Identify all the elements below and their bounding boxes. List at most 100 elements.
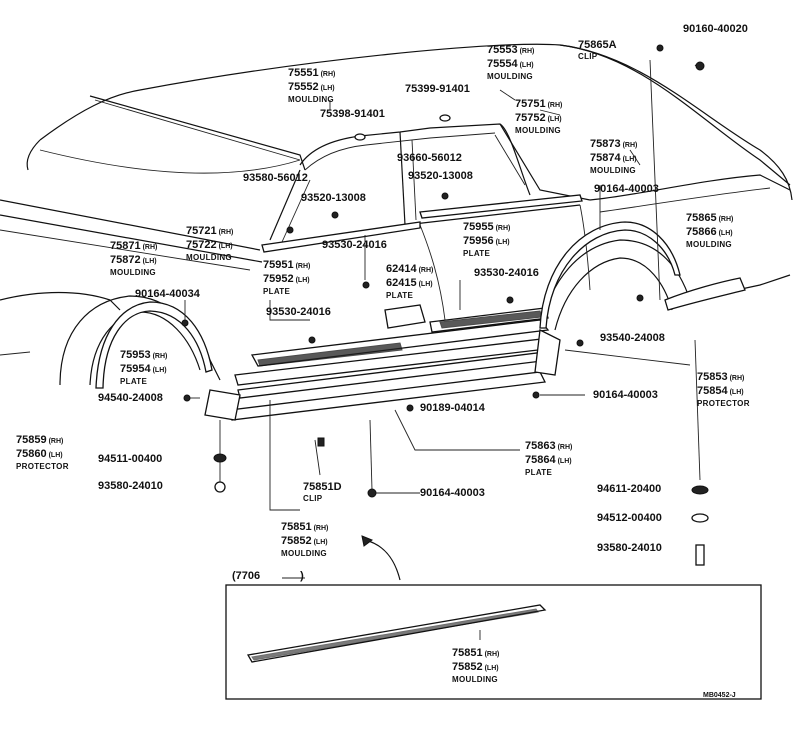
side-tag: (LH) bbox=[718, 230, 733, 237]
part-93530-24016-right: 93530-24016 bbox=[474, 267, 539, 279]
part-number: 75866 bbox=[686, 226, 717, 238]
belt-moulding-strips bbox=[261, 194, 583, 253]
part-number: 75860 bbox=[16, 448, 47, 460]
part-name: PLATE bbox=[386, 291, 414, 300]
part-number: 75852 bbox=[452, 661, 483, 673]
side-tag: (RH) bbox=[48, 438, 64, 445]
car-body-outline bbox=[0, 43, 793, 386]
part-name: PROTECTOR bbox=[697, 399, 750, 408]
part-name: MOULDING bbox=[590, 166, 636, 175]
side-tag: (RH) bbox=[557, 444, 573, 451]
part-group-75551: 75551(RH) 75552(LH) MOULDING bbox=[288, 66, 335, 105]
side-tag: (LH) bbox=[218, 243, 233, 250]
part-group-62414: 62414(RH) 62415(LH) PLATE bbox=[386, 262, 433, 301]
side-tag: (LH) bbox=[295, 277, 310, 284]
part-number: 75956 bbox=[463, 235, 494, 247]
part-90164-40003-bottom: 90164-40003 bbox=[420, 487, 485, 499]
part-group-75851D: 75851D CLIP bbox=[303, 480, 342, 504]
part-group-75953: 75953(RH) 75954(LH) PLATE bbox=[120, 348, 167, 387]
side-tag: (RH) bbox=[495, 225, 511, 232]
side-tag: (LH) bbox=[547, 116, 562, 123]
part-group-75853: 75853(RH) 75854(LH) PROTECTOR bbox=[697, 370, 750, 409]
part-number: 75864 bbox=[525, 454, 556, 466]
part-94512-00400: 94512-00400 bbox=[597, 512, 662, 524]
part-number: 75852 bbox=[281, 535, 312, 547]
part-name: PLATE bbox=[525, 468, 553, 477]
part-group-75863: 75863(RH) 75864(LH) PLATE bbox=[525, 439, 572, 478]
figure-code: MB0452-J bbox=[703, 692, 736, 699]
side-tag: (RH) bbox=[622, 142, 638, 149]
part-name: PLATE bbox=[120, 377, 148, 386]
inset-ref-open: (7706 bbox=[232, 570, 261, 582]
part-93660-56012: 93660-56012 bbox=[397, 152, 462, 164]
side-tag: (LH) bbox=[313, 539, 328, 546]
part-number: 75721 bbox=[186, 225, 217, 237]
part-93540-24008: 93540-24008 bbox=[600, 332, 665, 344]
part-93520-13008-upper: 93520-13008 bbox=[408, 170, 473, 182]
side-tag: (LH) bbox=[729, 389, 744, 396]
part-number: 75853 bbox=[697, 371, 728, 383]
part-name: MOULDING bbox=[487, 72, 533, 81]
part-number: 75851D bbox=[303, 481, 342, 493]
part-number: 75953 bbox=[120, 349, 151, 361]
side-tag: (RH) bbox=[218, 229, 234, 236]
part-number: 75554 bbox=[487, 58, 518, 70]
part-group-75865: 75865(RH) 75866(LH) MOULDING bbox=[686, 211, 733, 250]
side-tag: (LH) bbox=[519, 62, 534, 69]
part-group-75951: 75951(RH) 75952(LH) PLATE bbox=[263, 258, 310, 297]
part-group-75865A: 75865A CLIP bbox=[578, 38, 617, 62]
side-tag: (RH) bbox=[484, 651, 500, 658]
part-group-75871: 75871(RH) 75872(LH) MOULDING bbox=[110, 239, 157, 278]
part-group-75851-inset: 75851(RH) 75852(LH) MOULDING bbox=[452, 646, 499, 685]
side-tag: (LH) bbox=[152, 367, 167, 374]
part-group-75955: 75955(RH) 75956(LH) PLATE bbox=[463, 220, 510, 259]
side-tag: (RH) bbox=[547, 102, 563, 109]
part-number: 75874 bbox=[590, 152, 621, 164]
side-tag: (RH) bbox=[418, 267, 434, 274]
part-group-75553: 75553(RH) 75554(LH) MOULDING bbox=[487, 43, 534, 82]
part-number: 75752 bbox=[515, 112, 546, 124]
side-tag: (LH) bbox=[48, 452, 63, 459]
part-number: 75955 bbox=[463, 221, 494, 233]
part-name: PLATE bbox=[463, 249, 491, 258]
inset-reference: (7706) bbox=[232, 571, 304, 582]
side-tag: (LH) bbox=[622, 156, 637, 163]
part-90164-40003-upper: 90164-40003 bbox=[594, 183, 659, 195]
part-number: 75851 bbox=[452, 647, 483, 659]
side-tag: (RH) bbox=[152, 353, 168, 360]
part-90164-40034: 90164-40034 bbox=[135, 288, 200, 300]
part-94511-00400: 94511-00400 bbox=[98, 453, 163, 465]
part-group-75751: 75751(RH) 75752(LH) MOULDING bbox=[515, 97, 562, 136]
side-tag: (LH) bbox=[142, 258, 157, 265]
part-group-75873: 75873(RH) 75874(LH) MOULDING bbox=[590, 137, 637, 176]
part-name: MOULDING bbox=[281, 549, 327, 558]
fasteners bbox=[181, 44, 709, 566]
part-94540-24008: 94540-24008 bbox=[98, 392, 163, 404]
part-90164-40003-right: 90164-40003 bbox=[593, 389, 658, 401]
side-tag: (RH) bbox=[718, 216, 734, 223]
side-tag: (RH) bbox=[295, 263, 311, 270]
part-name: PROTECTOR bbox=[16, 462, 69, 471]
part-number: 75872 bbox=[110, 254, 141, 266]
side-tag: (LH) bbox=[557, 458, 572, 465]
side-tag: (RH) bbox=[313, 525, 329, 532]
side-tag: (RH) bbox=[320, 71, 336, 78]
part-number: 75553 bbox=[487, 44, 518, 56]
part-number: 75954 bbox=[120, 363, 151, 375]
part-number: 75865A bbox=[578, 39, 617, 51]
part-number: 75865 bbox=[686, 212, 717, 224]
part-name: MOULDING bbox=[110, 268, 156, 277]
part-number: 75859 bbox=[16, 434, 47, 446]
part-name: MOULDING bbox=[686, 240, 732, 249]
part-name: CLIP bbox=[578, 52, 598, 61]
part-number: 75863 bbox=[525, 440, 556, 452]
part-90160-40020: 90160-40020 bbox=[683, 23, 748, 35]
inset-ref-close: ) bbox=[300, 570, 304, 582]
part-name: MOULDING bbox=[288, 95, 334, 104]
part-number: 75851 bbox=[281, 521, 312, 533]
part-number: 62414 bbox=[386, 263, 417, 275]
part-93530-24016-upper: 93530-24016 bbox=[322, 239, 387, 251]
part-number: 62415 bbox=[386, 277, 417, 289]
part-75399-91401: 75399-91401 bbox=[405, 83, 470, 95]
